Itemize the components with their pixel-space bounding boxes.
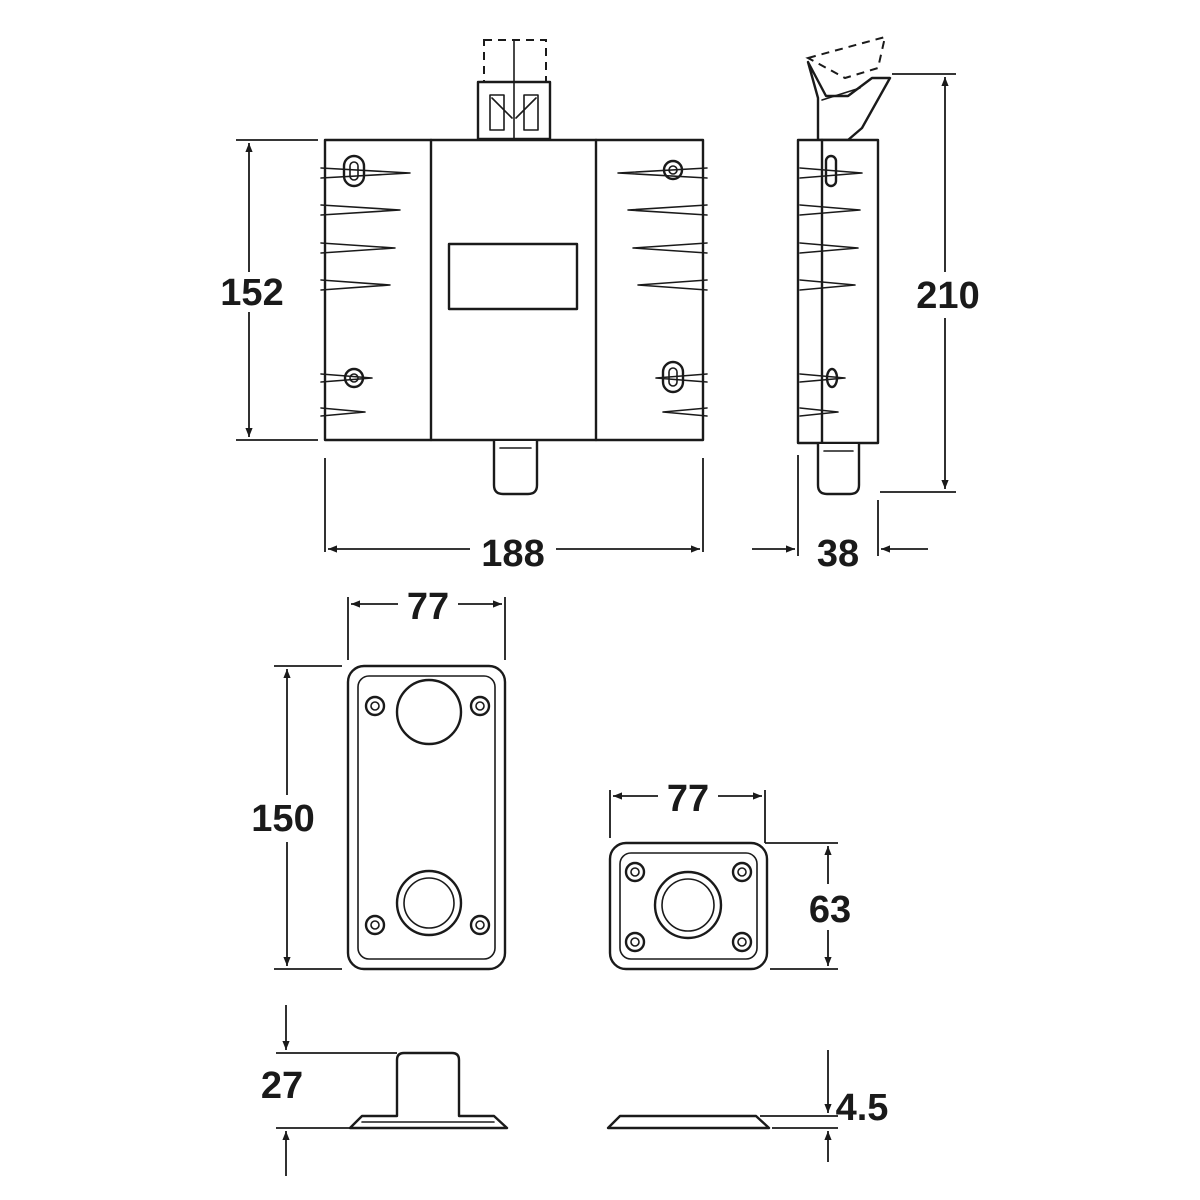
dim-depth: 38 [752, 455, 928, 575]
dim-total-height-label: 210 [916, 275, 979, 317]
front-body-outline [323, 138, 705, 442]
side-view [796, 35, 892, 496]
dim-depth-label: 38 [817, 533, 859, 575]
dim-plate-large-thickness-label: 27 [261, 1065, 303, 1107]
dim-body-height: 152 [220, 139, 318, 441]
dim-plate-large-thickness: 27 [261, 1005, 397, 1176]
front-top-plunger [476, 39, 552, 141]
small-mounting-plate [608, 841, 769, 971]
plate-large-top-hole [395, 678, 463, 746]
dim-body-width-label: 188 [481, 533, 544, 575]
front-left-clips [320, 154, 411, 417]
dim-plate-large-width-label: 77 [407, 586, 449, 628]
side-latch [806, 60, 892, 142]
dim-body-height-label: 152 [220, 272, 283, 314]
dim-plate-small-height: 63 [765, 842, 851, 970]
dim-plate-large-height: 150 [251, 665, 342, 970]
dim-body-width: 188 [324, 458, 704, 575]
plate-large-screws [364, 695, 491, 936]
dim-plate-large-width: 77 [347, 586, 506, 660]
small-plate-profile [606, 1114, 771, 1130]
dim-plate-small-thickness: 4.5 [760, 1050, 888, 1162]
front-view [320, 39, 708, 496]
large-mounting-plate [346, 664, 507, 971]
plate-small-hole [653, 870, 723, 940]
front-right-clips [617, 159, 708, 417]
large-plate-profile [348, 1051, 509, 1130]
dim-plate-large-height-label: 150 [251, 798, 314, 840]
side-bottom-pin [816, 444, 861, 496]
front-label-window [447, 242, 579, 311]
dim-plate-small-width: 77 [609, 778, 766, 843]
dim-plate-small-height-label: 63 [809, 889, 851, 931]
plate-large-bottom-hole [395, 869, 463, 937]
plate-small-screws [624, 861, 753, 953]
dim-plate-small-width-label: 77 [667, 778, 709, 820]
side-body-outline [796, 138, 880, 445]
dim-plate-small-thickness-label: 4.5 [836, 1087, 889, 1129]
dim-total-height: 210 [880, 73, 980, 493]
side-clips [799, 154, 863, 417]
front-bottom-pin [492, 441, 539, 496]
